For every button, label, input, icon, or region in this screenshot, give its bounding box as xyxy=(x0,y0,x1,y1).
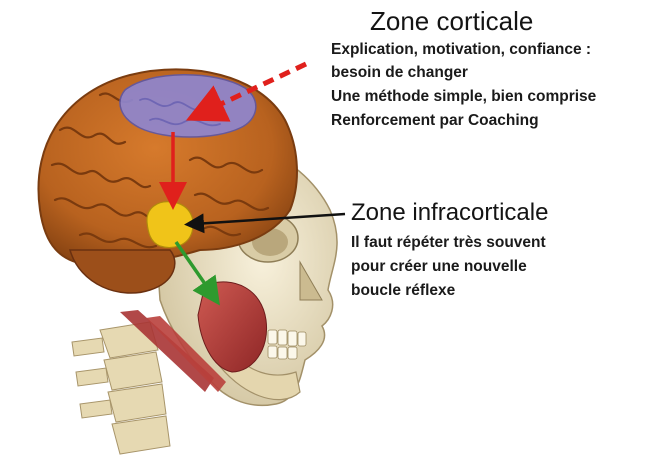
cortical-zone-text-line: Renforcement par Coaching xyxy=(331,112,539,130)
infracortical-zone-text-line: boucle réflexe xyxy=(351,282,455,300)
infracortical-zone-text-line: Il faut répéter très souvent xyxy=(351,234,546,252)
cortical-zone-text-line: Une méthode simple, bien comprise xyxy=(331,88,596,106)
cortical-zone-text-line: besoin de changer xyxy=(331,64,468,82)
cortical-zone-title: Zone corticale xyxy=(370,6,533,37)
infracortical-zone-text-line: pour créer une nouvelle xyxy=(351,258,527,276)
infracortical-zone-highlight xyxy=(147,202,193,248)
cortical-zone-text-line: Explication, motivation, confiance : xyxy=(331,41,591,59)
infracortical-zone-title: Zone infracorticale xyxy=(351,199,548,227)
